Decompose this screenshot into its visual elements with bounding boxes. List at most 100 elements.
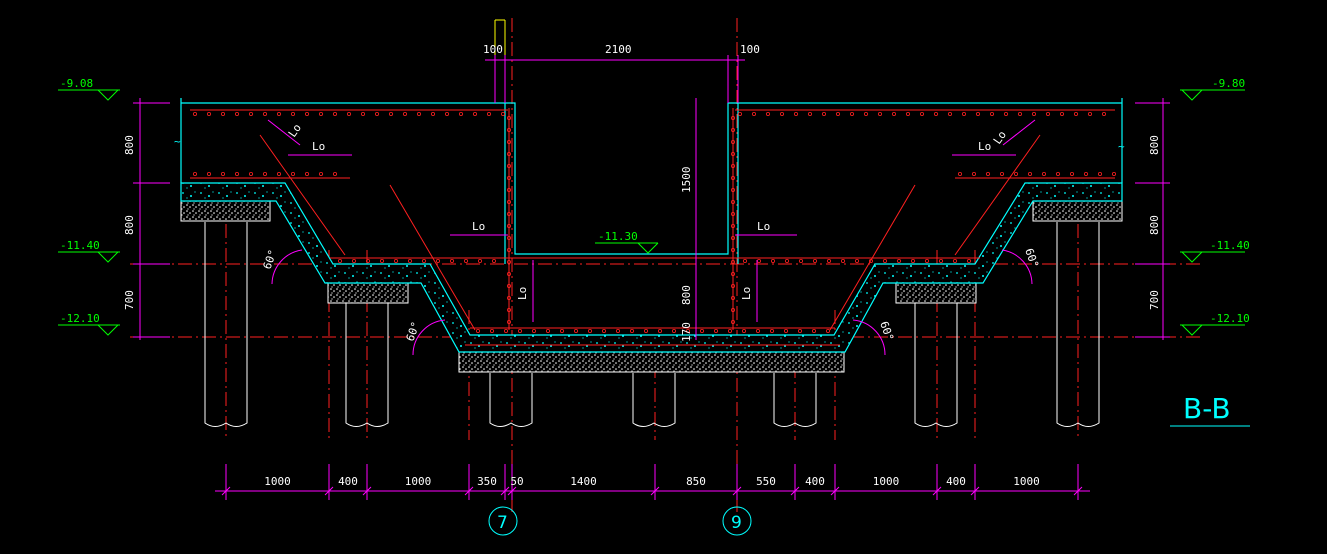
anchor-label: Lo	[978, 140, 991, 153]
elevation-marker-top-right	[1180, 89, 1245, 101]
rebar-dot	[532, 328, 537, 333]
rebar-dot	[855, 258, 860, 263]
rebar-dot	[1112, 171, 1117, 176]
pile	[632, 373, 676, 427]
anchor-label: Lo	[740, 287, 753, 300]
elevation-bot-right: -12.10	[1210, 312, 1250, 325]
bottom-dim-label: 350	[477, 475, 497, 488]
elevation-marker-pit	[595, 242, 659, 254]
rebar-dot	[506, 319, 511, 324]
rebar-dot	[906, 112, 911, 117]
left-dim-upper: 800	[123, 135, 136, 155]
rebar-dot	[388, 112, 393, 117]
rebar-dot	[630, 328, 635, 333]
rebar-dot	[1084, 171, 1089, 176]
rebar-dot	[206, 112, 211, 117]
cushion-left-outer	[180, 200, 271, 222]
rebar-dot	[925, 258, 930, 263]
rebar-dot	[506, 271, 511, 276]
anchor-label: Lo	[991, 128, 1009, 146]
rebar-dot	[864, 112, 869, 117]
bottom-dim-label: 400	[338, 475, 358, 488]
structure-outline	[180, 98, 1123, 264]
left-top-slab	[181, 102, 1122, 255]
rebar-dot	[1000, 171, 1005, 176]
rebar-dot	[290, 112, 295, 117]
rebar-dot	[290, 171, 295, 176]
rebar-dot	[1070, 171, 1075, 176]
rebar-dot	[332, 112, 337, 117]
rebar-dot	[780, 112, 785, 117]
rebar-dot	[771, 258, 776, 263]
bottom-dim-label: 1400	[570, 475, 597, 488]
rebar-dot	[869, 258, 874, 263]
rebar-dot	[836, 112, 841, 117]
rebar-dot	[416, 112, 421, 117]
rebar-dots	[192, 112, 1117, 333]
top-dim-left: 100	[483, 43, 503, 56]
rebar-dot	[784, 328, 789, 333]
rebar-dot	[360, 112, 365, 117]
pile	[914, 303, 958, 427]
anchor-label: Lo	[286, 121, 304, 139]
bottom-dim-slash	[507, 486, 517, 496]
cushion-right-outer	[1032, 200, 1123, 222]
bottom-dim-label: 1000	[1013, 475, 1040, 488]
rebar-dot	[962, 112, 967, 117]
rebar-dot	[192, 171, 197, 176]
rebar-dot	[1042, 171, 1047, 176]
rebar-dot	[616, 328, 621, 333]
bottom-dim-slash	[464, 486, 474, 496]
rebar-dot	[472, 112, 477, 117]
rebar-dot	[304, 171, 309, 176]
bottom-dim-label: 1000	[264, 475, 291, 488]
right-dim-lower: 700	[1148, 290, 1161, 310]
axis-label-7: 7	[497, 513, 508, 533]
rebar-dot	[822, 112, 827, 117]
angle-arc	[412, 319, 446, 356]
bottom-dim-slash	[324, 486, 334, 496]
rebar-dot	[506, 199, 511, 204]
rebar-dot	[731, 295, 736, 300]
rebar-dot	[770, 328, 775, 333]
rebar-dot	[518, 328, 523, 333]
rebar-dot	[506, 151, 511, 156]
rebar-dot	[794, 112, 799, 117]
rebar-dot	[220, 171, 225, 176]
elevation-marker-mid-right	[1180, 251, 1245, 263]
elevation-marker-bot-right	[1180, 324, 1245, 336]
rebar-dot	[506, 211, 511, 216]
bottom-dim-label: 850	[686, 475, 706, 488]
bottom-dim-slash	[732, 486, 742, 496]
pile	[489, 373, 533, 427]
break-symbol-left: ~	[174, 135, 181, 148]
axis-bubble-9	[722, 506, 752, 536]
angle-label: 60°	[1022, 247, 1041, 270]
rebar-dot	[1018, 112, 1023, 117]
left-dim-lower: 700	[123, 290, 136, 310]
rebar-dot	[911, 258, 916, 263]
rebar-dot	[489, 328, 494, 333]
rebar-diagonal	[259, 134, 346, 256]
rebar-dot	[506, 235, 511, 240]
bottom-dim-slash	[650, 486, 660, 496]
angle-arc	[271, 249, 303, 285]
rebar-dot	[506, 295, 511, 300]
rebar-dot	[248, 171, 253, 176]
rebar	[190, 108, 1115, 346]
rebar-dot	[958, 171, 963, 176]
rebar-dot	[407, 258, 412, 263]
rebar-dot	[986, 171, 991, 176]
pile	[773, 373, 817, 427]
break-symbol-right: ~	[1118, 140, 1125, 153]
rebar-diagonal	[954, 134, 1041, 256]
elevation-mid-right: -11.40	[1210, 239, 1250, 252]
rebar-dot	[752, 112, 757, 117]
rebar-dot	[435, 258, 440, 263]
rebar-dot	[714, 328, 719, 333]
rebar-dot	[206, 171, 211, 176]
rebar-dot	[731, 235, 736, 240]
rebar-dot	[757, 258, 762, 263]
rebar-dot	[506, 139, 511, 144]
